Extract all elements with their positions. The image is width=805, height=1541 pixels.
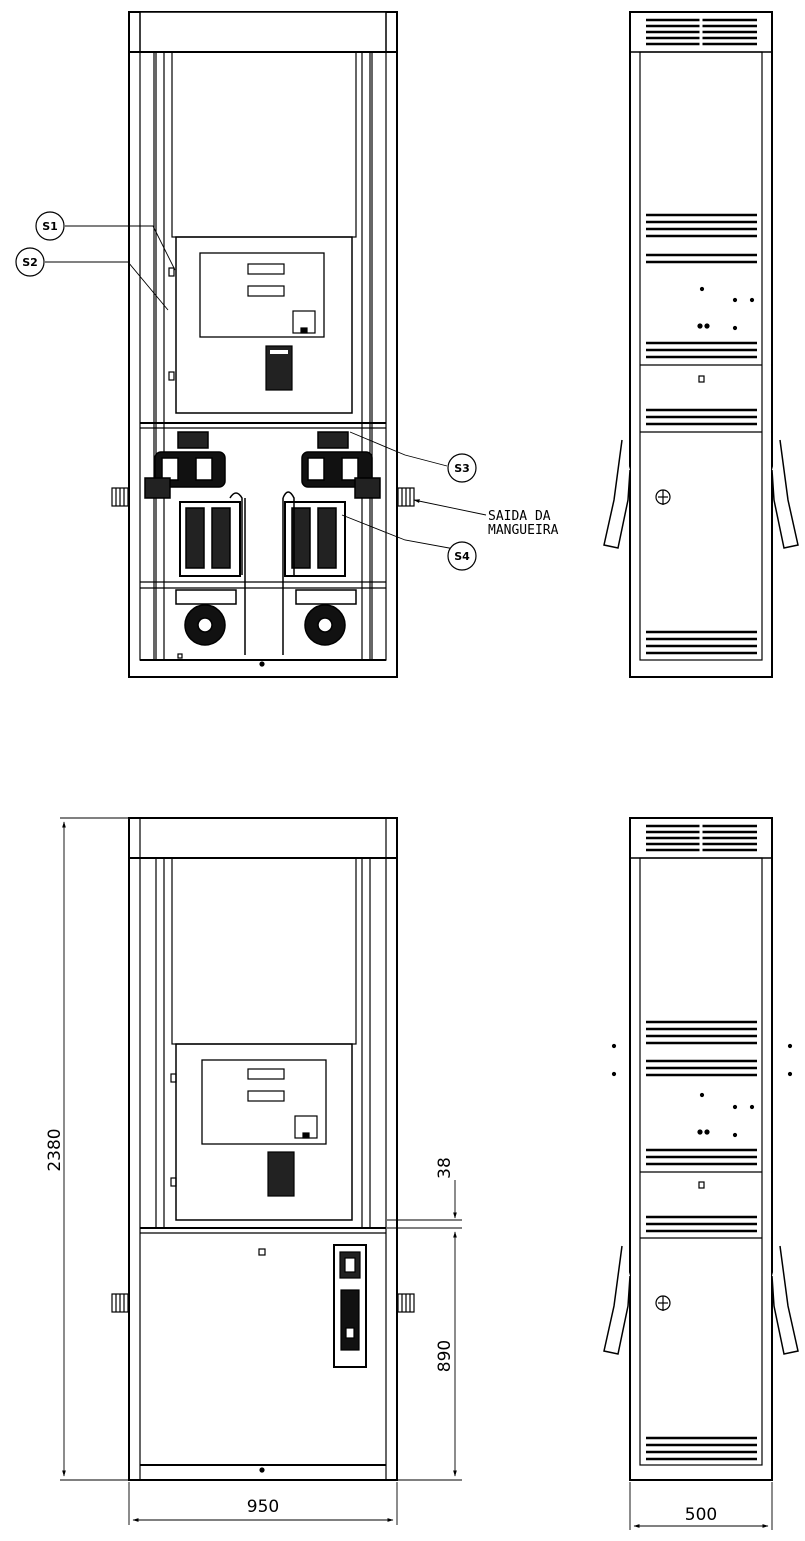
callout-s4-label: S4	[454, 550, 470, 563]
dimension-lines	[60, 817, 773, 1530]
callout-s3-label: S3	[454, 462, 470, 475]
callout-s1-label: S1	[42, 220, 58, 233]
dimension-depth-label: 500	[685, 1505, 717, 1525]
callout-s4: S4	[447, 541, 477, 571]
hose-outlet-label-line1: SAIDA DA	[488, 509, 551, 524]
hose-outlet-label-line2: MANGUEIRA	[488, 523, 559, 538]
dimension-gap-label: 38	[435, 1157, 455, 1179]
callout-s1: S1	[35, 211, 65, 241]
dimension-height-label: 2380	[45, 1128, 65, 1171]
callout-s2-label: S2	[22, 256, 38, 269]
side-view-top	[603, 11, 799, 678]
callout-leaders	[45, 225, 487, 551]
front-view-closed	[111, 817, 415, 1481]
front-view-open	[111, 11, 415, 678]
callout-s3: S3	[447, 453, 477, 483]
dimension-lower-height-label: 890	[435, 1340, 455, 1372]
callout-s2: S2	[15, 247, 45, 277]
dimension-width-label: 950	[247, 1497, 279, 1517]
side-view-bottom	[603, 817, 799, 1481]
